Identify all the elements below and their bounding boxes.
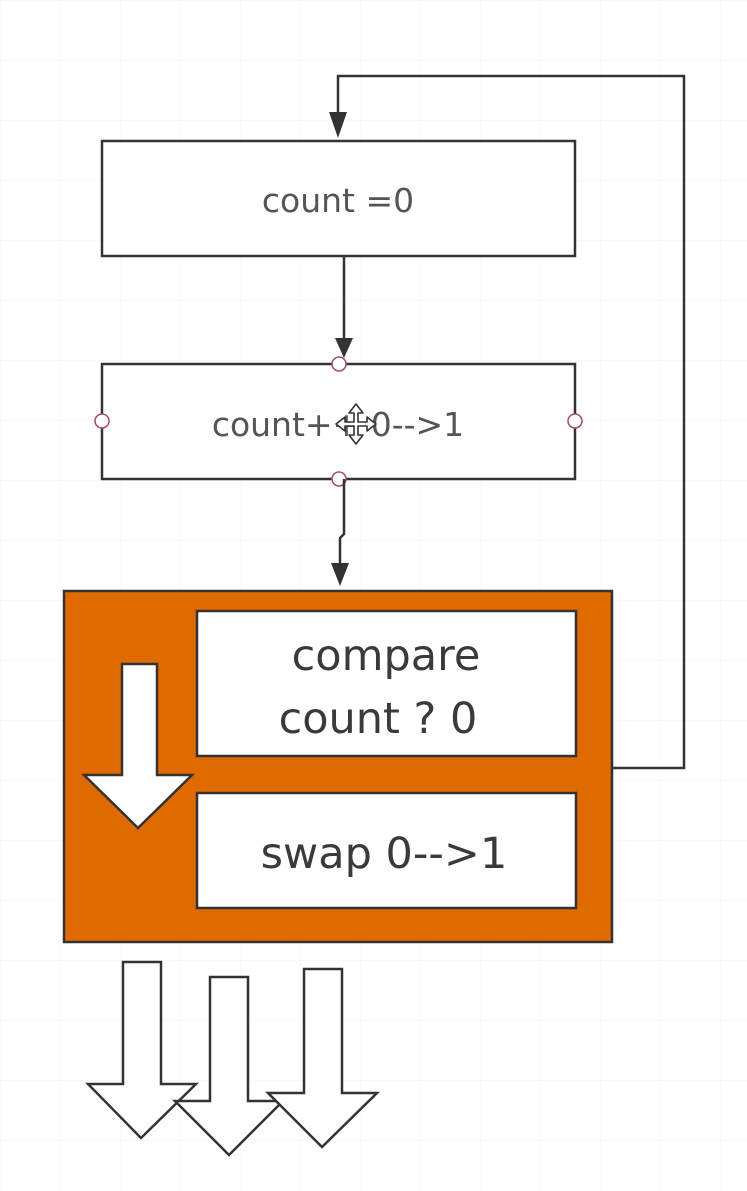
init-node-label: count =0 [262,181,414,220]
move-cursor-icon [335,403,377,445]
down-arrow-icon [80,662,196,830]
compare-box[interactable]: compare count ? 0 [195,609,578,758]
increment-handle-top[interactable] [331,356,347,372]
increment-to-cas-arrowhead [331,563,349,586]
loop-back-arrowhead [329,112,347,138]
swap-box[interactable]: swap 0-->1 [195,791,578,910]
thread-arrow-3[interactable] [264,967,381,1149]
swap-label: swap 0-->1 [261,829,508,879]
increment-to-cas-connector[interactable] [338,479,346,565]
increment-handle-bottom[interactable] [331,471,347,487]
loop-back-connector[interactable] [336,74,686,770]
increment-handle-left[interactable] [94,413,110,429]
increment-handle-right[interactable] [567,413,583,429]
init-node[interactable]: count =0 [100,139,577,258]
init-to-increment-arrowhead [335,338,353,358]
cas-block[interactable]: compare count ? 0 swap 0-->1 [62,589,614,944]
thread-arrow-2[interactable] [171,975,287,1157]
compare-label-line1: compare [292,631,481,681]
compare-label-line2: count ? 0 [279,694,478,744]
thread-arrow-1[interactable] [85,960,200,1140]
